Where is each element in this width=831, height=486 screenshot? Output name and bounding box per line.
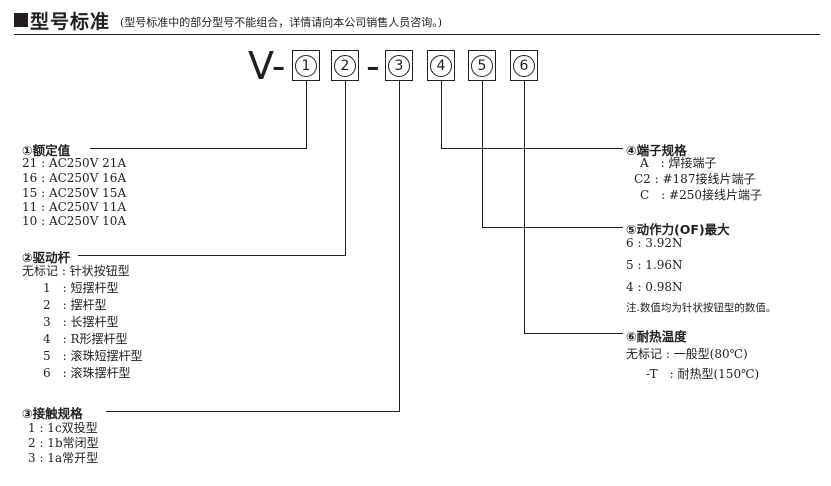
model-dash: - [366,44,380,88]
section-2-item: 1 : 短摆杆型 [43,281,119,295]
code-box-4: 4 [427,50,455,81]
code-box-3-number: 3 [388,54,410,77]
section-1-title: ①额定值 [22,143,71,158]
section-1-item: 21 : AC250V 21A [22,156,127,170]
section-1-item: 16 : AC250V 16A [22,171,127,185]
section-3-item: 1 : 1c双投型 [28,421,98,435]
section-4-item: A : 焊接端子 [640,156,717,170]
page-title-note: (型号标准中的部分型号不能组合，详情请向本公司销售人员咨询。) [120,16,443,29]
connector-1-vertical [306,81,307,149]
connector-5-vertical [482,81,483,228]
connector-3-vertical [399,81,400,412]
section-2-item: 6 : 滚珠摆杆型 [43,366,131,380]
code-box-1: 1 [292,50,320,81]
section-3-item: 2 : 1b常闭型 [28,436,99,450]
section-2-item: 2 : 摆杆型 [43,298,107,312]
section-5-item: 6 : 3.92N [626,236,683,250]
section-1-item: 10 : AC250V 10A [22,214,127,228]
section-4-item: C : #250接线片端子 [640,188,762,202]
section-5-item: 4 : 0.98N [626,280,683,294]
section-3-title: ③接触规格 [22,406,83,421]
section-6-item: 无标记 : 一般型(80℃) [626,347,748,361]
code-box-6: 6 [510,50,538,81]
header-square-icon [14,13,28,27]
connector-5-horizontal [482,227,623,228]
section-5-item: 5 : 1.96N [626,258,683,272]
section-2-title: ②驱动杆 [22,250,71,265]
connector-6-vertical [524,81,525,334]
code-box-5: 5 [468,50,496,81]
connector-4-vertical [441,81,442,149]
connector-4-horizontal [441,148,623,149]
code-box-2: 2 [331,50,359,81]
section-2-item: 5 : 滚珠短摆杆型 [43,349,143,363]
section-2-item: 3 : 长摆杆型 [43,315,119,329]
code-box-5-number: 5 [471,54,493,77]
section-4-title: ④端子规格 [626,143,687,158]
code-box-1-number: 1 [295,54,317,77]
section-4-item: C2 : #187接线片端子 [634,172,756,186]
code-box-6-number: 6 [513,54,535,77]
connector-2-vertical [345,81,346,256]
section-2-item: 4 : R形摆杆型 [43,332,128,346]
section-1-item: 15 : AC250V 15A [22,186,127,200]
section-5-note: 注.数值均为针状按钮型的数值。 [626,302,777,314]
page-title: 型号标准 [30,11,111,33]
section-2-item: 无标记 : 针状按钮型 [22,264,130,278]
section-5-title: ⑤动作力(OF)最大 [626,222,730,237]
connector-1-horizontal [90,148,307,149]
section-6-item: -T : 耐热型(150℃) [646,367,760,381]
connector-2-horizontal [78,255,346,256]
section-6-title: ⑥耐热温度 [626,329,687,344]
code-box-4-number: 4 [430,54,452,77]
connector-6-horizontal [524,333,623,334]
section-1-item: 11 : AC250V 11A [22,200,127,214]
model-prefix: V- [248,44,286,88]
code-box-3: 3 [385,50,413,81]
header-rule [14,34,820,35]
section-3-item: 3 : 1a常开型 [28,451,99,465]
code-box-2-number: 2 [334,54,356,77]
connector-3-horizontal [106,411,400,412]
